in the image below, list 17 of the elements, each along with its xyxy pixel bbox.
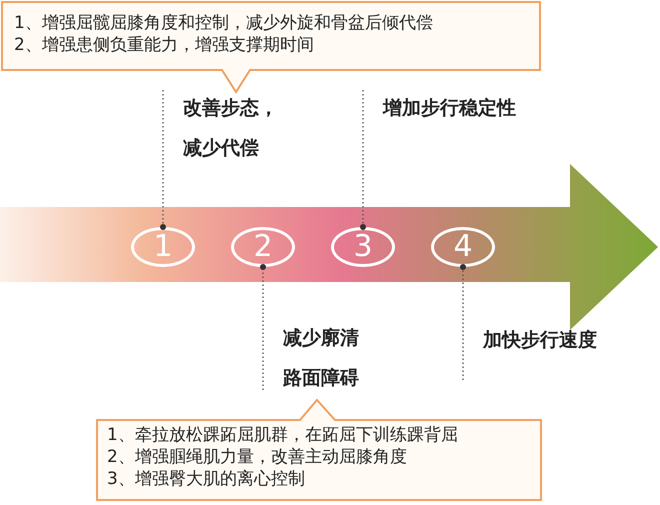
leader-line — [260, 264, 266, 390]
step-number: 1 — [131, 227, 195, 267]
step-label: 改善步态，减少代偿 — [163, 88, 283, 188]
step-number: 3 — [331, 227, 395, 267]
step-label: 减少廓清路面障碍 — [263, 318, 373, 390]
list-item: 2、增强腘绳肌力量，改善主动屈膝角度 — [107, 446, 408, 468]
step-number: 2 — [231, 227, 295, 267]
leader-line — [360, 90, 366, 230]
list-item: 3、增强臀大肌的离心控制 — [107, 468, 306, 490]
list-item: 1、增强屈髋屈膝角度和控制，减少外旋和骨盆后倾代偿 — [14, 12, 433, 34]
step-number: 4 — [431, 227, 495, 267]
step-label: 增加步行稳定性 — [363, 88, 563, 138]
list-item: 1、牵拉放松踝跖屈肌群，在跖屈下训练踝背屈 — [107, 424, 458, 446]
leader-line — [160, 90, 166, 230]
leader-line — [460, 264, 466, 380]
step-label: 加快步行速度 — [463, 320, 643, 380]
list-item: 2、增强患侧负重能力，增强支撑期时间 — [14, 34, 315, 56]
